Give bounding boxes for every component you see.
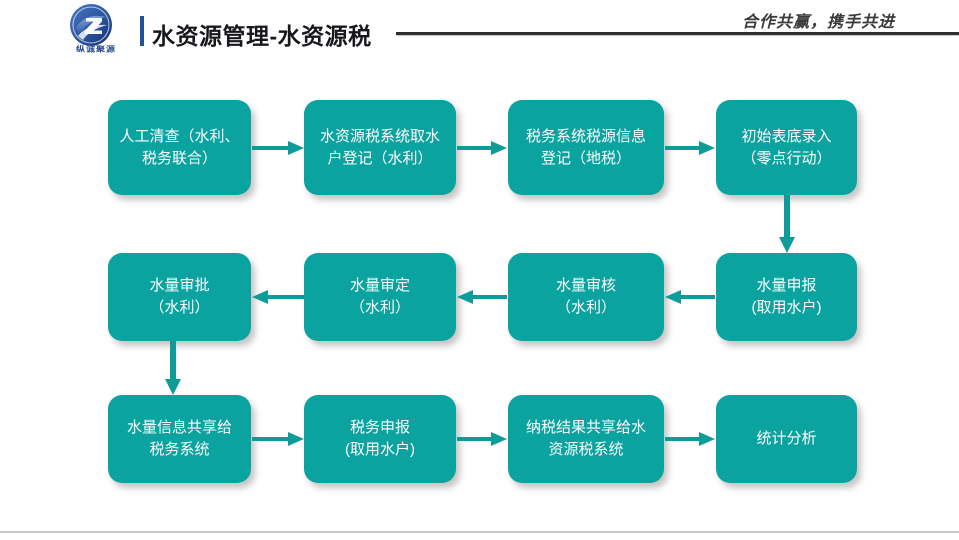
company-logo-wordmark: 纵诚聚源 — [75, 44, 116, 54]
flow-arrow-right-r3-1 — [252, 431, 304, 447]
flow-arrow-right-r3-3 — [665, 431, 715, 447]
flow-node-water-volume-review[interactable]: 水量审核 （水利） — [508, 253, 664, 341]
title-accent-bar — [140, 16, 144, 46]
page-title: 水资源管理-水资源税 — [152, 23, 372, 49]
flow-node-label: 初始表底录入 （零点行动） — [741, 127, 832, 167]
flow-node-water-volume-verification[interactable]: 水量审定 （水利） — [304, 253, 456, 341]
flow-node-statistical-analysis[interactable]: 统计分析 — [716, 395, 857, 483]
page-header: 纵诚聚源 水资源管理-水资源税 合作共赢，携手共进 — [0, 0, 959, 58]
flow-node-label: 水资源税系统取水 户登记（水利） — [319, 127, 440, 167]
company-logo-circle-z-icon — [70, 4, 112, 46]
flow-node-manual-survey[interactable]: 人工清查（水利、 税务联合） — [108, 100, 251, 195]
flow-node-label: 税务申报 (取用水户) — [345, 419, 415, 458]
flow-node-label: 人工清查（水利、 税务联合） — [119, 127, 240, 167]
flow-arrow-left-r2-1 — [252, 289, 304, 305]
flow-node-label: 水量审定 （水利） — [349, 277, 410, 316]
flow-connector-row2-col1-to-row3-col1 — [165, 341, 181, 396]
flow-node-label: 统计分析 — [756, 430, 817, 448]
flow-arrow-right-r3-2 — [457, 431, 507, 447]
company-logo: 纵诚聚源 — [50, 2, 146, 56]
footer-divider-rule — [0, 531, 959, 533]
flow-node-share-tax-result-to-water-system[interactable]: 纳税结果共享给水 资源税系统 — [508, 395, 664, 483]
flow-node-share-volume-to-tax-system[interactable]: 水量信息共享给 税务系统 — [108, 395, 251, 483]
company-tagline: 合作共赢，携手共进 — [741, 14, 895, 31]
flow-node-tax-declaration[interactable]: 税务申报 (取用水户) — [304, 395, 456, 483]
flow-node-label: 税务系统税源信息 登记（地税） — [525, 127, 646, 167]
flow-arrow-right-r1-1 — [252, 140, 304, 156]
flow-node-water-volume-approval[interactable]: 水量审批 （水利） — [108, 253, 251, 341]
header-divider-rule — [396, 32, 959, 35]
flow-node-label: 水量申报 (取用水户) — [751, 277, 822, 316]
flow-arrow-right-r1-2 — [457, 140, 507, 156]
flow-arrow-left-r2-3 — [665, 289, 715, 305]
flow-connector-row1-col4-to-row2-col4 — [779, 195, 795, 255]
flow-node-water-volume-declaration[interactable]: 水量申报 (取用水户) — [716, 253, 857, 341]
flow-node-tax-system-source-registration[interactable]: 税务系统税源信息 登记（地税） — [508, 100, 664, 195]
flow-arrow-left-r2-2 — [457, 289, 507, 305]
flow-node-water-tax-system-registration[interactable]: 水资源税系统取水 户登记（水利） — [304, 100, 456, 195]
flow-node-label: 水量审核 （水利） — [555, 277, 616, 316]
flow-arrow-right-r1-3 — [665, 140, 715, 156]
flow-node-label: 水量信息共享给 税务系统 — [126, 419, 232, 458]
flow-node-label: 纳税结果共享给水 资源税系统 — [525, 419, 646, 458]
flow-node-label: 水量审批 （水利） — [149, 277, 210, 316]
flow-node-initial-meter-reading-entry[interactable]: 初始表底录入 （零点行动） — [716, 100, 857, 195]
